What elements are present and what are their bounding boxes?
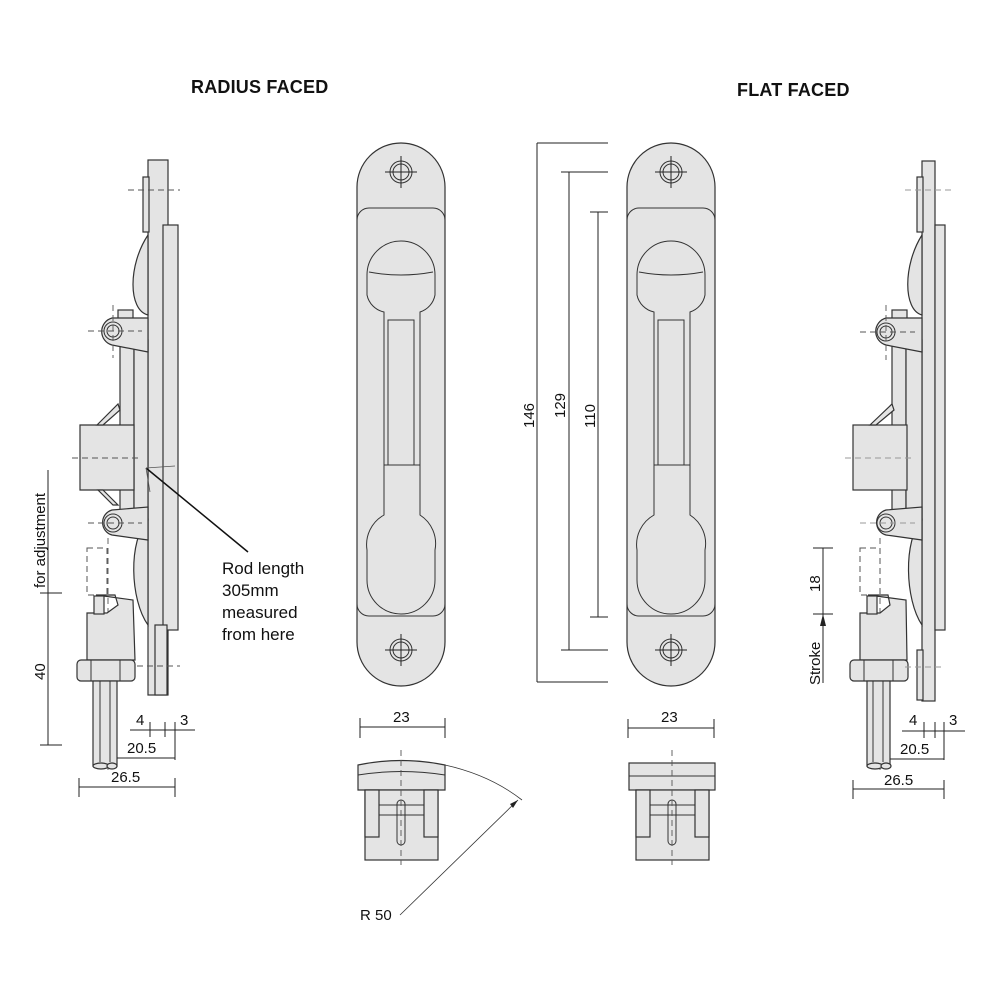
radius-r50-label: R 50 [360, 907, 392, 924]
dim-stroke-18: 18 [807, 575, 824, 592]
dim-height-129: 129 [552, 393, 569, 418]
dim-height-146: 146 [521, 403, 538, 428]
stroke-label: Stroke [807, 642, 824, 685]
dim-left-3: 3 [180, 712, 188, 729]
rod-note-line-1: Rod length [222, 559, 305, 578]
radius-side-view [40, 159, 249, 797]
radius-faced-title: RADIUS FACED [191, 77, 329, 97]
dim-right-20-5: 20.5 [900, 741, 929, 758]
dim-right-26-5: 26.5 [884, 772, 913, 789]
flat-faced-title: FLAT FACED [737, 80, 850, 100]
radius-end-view [357, 750, 523, 916]
height-dimensions [536, 142, 608, 683]
dim-left-26-5: 26.5 [111, 769, 140, 786]
dim-front-radius-23: 23 [393, 709, 410, 726]
flat-side-view [813, 160, 965, 799]
flat-front-view [626, 142, 716, 738]
dim-right-4: 4 [909, 712, 917, 729]
dim-right-3: 3 [949, 712, 957, 729]
dim-left-20-5: 20.5 [127, 740, 156, 757]
flat-end-view [628, 750, 716, 865]
rod-note-line-2: 305mm [222, 581, 279, 600]
dim-left-4: 4 [136, 712, 144, 729]
dim-adjust-40: 40 [32, 663, 49, 680]
dim-front-flat-23: 23 [661, 709, 678, 726]
rod-note-line-4: from here [222, 625, 295, 644]
rod-length-note: Rod length 305mm measured from here [222, 558, 304, 646]
radius-front-view [356, 142, 446, 738]
for-adjustment-label: for adjustment [32, 492, 49, 588]
rod-note-line-3: measured [222, 603, 298, 622]
dim-height-110: 110 [582, 404, 599, 428]
